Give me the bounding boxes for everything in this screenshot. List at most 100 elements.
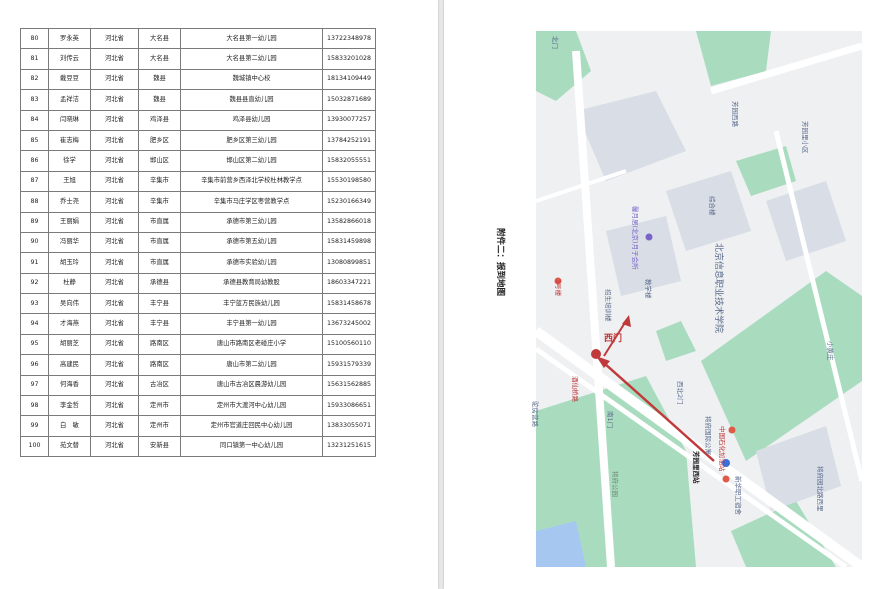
table-cell: 13784252191 — [322, 129, 376, 152]
map-label-west-gate: 西门 — [604, 334, 623, 344]
table-cell: 大名县第二幼儿园 — [180, 48, 323, 70]
table-cell: 定州市 — [138, 395, 181, 417]
green-patch — [656, 321, 696, 361]
table-cell: 河北省 — [90, 333, 139, 356]
map-label-admissions: 招生培训楼 — [604, 289, 612, 322]
map-label-comprehensive: 综合楼 — [708, 196, 716, 216]
table-cell: 肥乡区第三幼儿园 — [180, 129, 323, 152]
table-cell: 承德市第五幼儿园 — [180, 231, 323, 254]
table-cell: 定州市官道庄回民中心幼儿园 — [180, 415, 323, 437]
table-cell: 13582866018 — [322, 211, 376, 233]
road-vertical-left — [572, 50, 615, 568]
table-cell: 13080899851 — [322, 252, 376, 274]
table-cell: 15832055551 — [322, 150, 376, 172]
table-cell: 定州市大渡河中心幼儿园 — [180, 395, 323, 417]
map-label-fangyuan-road: 芳园西路 — [731, 101, 739, 127]
table-cell: 魏县县直幼儿园 — [180, 89, 323, 111]
table-cell: 白 敏 — [48, 415, 91, 437]
table-cell: 大名县 — [138, 27, 181, 50]
table-cell: 15530198580 — [322, 170, 376, 193]
table-cell: 88 — [20, 191, 49, 213]
table-cell: 魏县 — [138, 89, 181, 111]
map-label-hotel: 馨月居(北京)月子会所 — [631, 206, 639, 270]
table-cell: 86 — [20, 150, 49, 172]
table-cell: 84 — [20, 109, 49, 131]
table-cell: 河北省 — [90, 252, 139, 274]
table-cell: 95 — [20, 333, 49, 356]
table-cell: 河北省 — [90, 129, 139, 152]
building-block-5 — [756, 426, 841, 511]
table-cell: 唐山市路南区老碰庄小学 — [180, 333, 323, 356]
table-cell: 吴向伟 — [48, 293, 91, 315]
table-cell: 闫晓琳 — [48, 109, 91, 131]
table-cell: 刘传云 — [48, 48, 91, 70]
map-label-residential: 芳园里小区 — [801, 121, 809, 154]
table-cell: 河北省 — [90, 170, 139, 193]
table-cell: 河北省 — [90, 211, 139, 233]
table-cell: 冯丽华 — [48, 231, 91, 254]
table-cell: 丰宁县 — [138, 313, 181, 335]
table-cell: 同口镇第一中心幼儿园 — [180, 435, 323, 458]
map-label-jiangfu-road: 将府园北路西里 — [816, 466, 824, 512]
table-cell: 徐学 — [48, 150, 91, 172]
building-block-4 — [766, 181, 846, 261]
table-cell: 河北省 — [90, 68, 139, 91]
table-cell: 路南区 — [138, 354, 181, 376]
table-cell: 戴豆豆 — [48, 68, 91, 91]
table-cell: 河北省 — [90, 395, 139, 417]
table-cell: 市直属 — [138, 211, 181, 233]
table-cell: 丰宁县 — [138, 293, 181, 315]
table-cell: 魏城镇中心校 — [180, 68, 323, 91]
map-label-school: 北京信息职业技术学院 — [713, 243, 723, 334]
road-top-right — [710, 42, 863, 95]
table-cell: 15831458678 — [322, 293, 376, 315]
table-cell: 13673245002 — [322, 313, 376, 335]
table-cell: 河北省 — [90, 354, 139, 376]
table-cell: 河北省 — [90, 435, 139, 458]
map-image: 西门 招生培训楼 教学楼 3号楼 综合楼 北京信息职业技术学院 馨月居(北京)月… — [531, 31, 865, 572]
table-cell: 15833201028 — [322, 48, 376, 70]
table-cell: 96 — [20, 354, 49, 376]
table-cell: 94 — [20, 313, 49, 335]
route-line — [603, 362, 715, 462]
table-cell: 定州市 — [138, 415, 181, 437]
table-cell: 唐山市古冶区晨游幼儿园 — [180, 374, 323, 397]
table-cell: 98 — [20, 395, 49, 417]
table-cell: 市直属 — [138, 231, 181, 254]
table-cell: 辛集市马庄学区枣营教学点 — [180, 191, 323, 213]
table-cell: 乔士尧 — [48, 191, 91, 213]
road-right-vertical — [773, 130, 865, 482]
building-block-1 — [576, 91, 686, 181]
table-cell: 河北省 — [90, 293, 139, 315]
table-cell: 91 — [20, 252, 49, 274]
map-label-road-left: 驼房营路 — [531, 401, 539, 427]
table-cell: 承德市第三幼儿园 — [180, 211, 323, 233]
west-gate-marker — [591, 349, 601, 359]
table-cell: 河北省 — [90, 313, 139, 335]
hotel-marker — [645, 233, 653, 241]
road-left-horizontal — [535, 169, 627, 203]
table-cell: 安新县 — [138, 435, 181, 458]
map-label-south-1: 南1门 — [606, 411, 614, 429]
table-cell: 河北省 — [90, 231, 139, 254]
table-cell: 王旭 — [48, 170, 91, 193]
table-cell: 邯山区第二幼儿园 — [180, 150, 323, 172]
table-cell: 承德县 — [138, 272, 181, 295]
table-cell: 崔志梅 — [48, 129, 91, 152]
